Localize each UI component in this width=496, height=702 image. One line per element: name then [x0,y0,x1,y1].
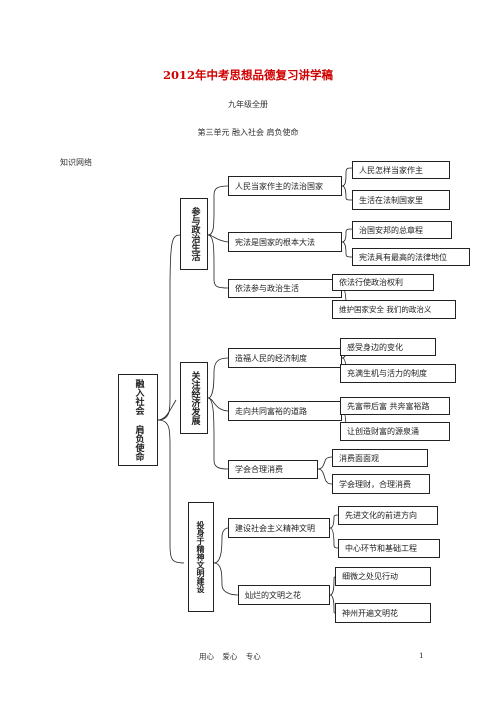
page-title: 2012年中考思想品德复习讲学稿 [162,68,333,82]
topic-node: 走向共同富裕的道路 [228,401,342,421]
point-node: 让创造财富的源泉涌 [340,422,450,441]
branch-economic-development: 关注经济发展 [180,362,208,434]
point-node: 依法行使政治权利 [332,274,434,291]
point-node: 细微之处见行动 [335,567,431,586]
point-node: 消费面面观 [332,449,428,467]
branch-label: 投身于精神文明建设 [196,521,206,593]
point-node: 感受身边的变化 [340,338,436,356]
point-node: 生活在法制国家里 [352,190,450,210]
point-node: 充满生机与活力的制度 [340,364,456,383]
topic-node: 灿烂的文明之花 [238,585,330,605]
point-node: 宪法具有最高的法律地位 [352,248,470,266]
page-number: 1 [419,651,424,660]
root-label: 融入社会 肩负使命 [133,379,144,461]
point-node: 先进文化的前进方向 [338,506,438,525]
topic-node: 造福人民的经济制度 [228,348,342,368]
topic-node: 人民当家作主的法治国家 [228,176,342,196]
point-node: 学会理财，合理消费 [332,474,430,494]
section-label: 知识网络 [60,158,92,167]
unit-subtitle: 第三单元 融入社会 肩负使命 [197,128,299,137]
topic-node: 建设社会主义精神文明 [228,518,330,538]
topic-node: 依法参与政治生活 [228,279,342,298]
point-node: 治国安邦的总章程 [352,221,452,239]
point-node: 人民怎样当家作主 [352,161,450,179]
page-footer: 用心 爱心 专心 [199,652,261,661]
grade-subtitle: 九年级全册 [228,100,268,109]
point-node: 维护国家安全 我们的政治义 [332,300,456,319]
topic-node: 学会合理消费 [228,460,318,479]
point-node: 中心环节和基础工程 [338,539,440,558]
branch-political-life: 参与政治生活 [180,198,208,270]
branch-spiritual-civilization: 投身于精神文明建设 [188,502,214,612]
point-node: 先富带后富 共奔富裕路 [340,397,450,415]
root-node: 融入社会 肩负使命 [118,374,158,466]
topic-node: 宪法是国家的根本大法 [228,232,342,252]
branch-label: 关注经济发展 [189,371,200,425]
point-node: 神州开遍文明花 [335,603,431,623]
branch-label: 参与政治生活 [189,207,200,261]
